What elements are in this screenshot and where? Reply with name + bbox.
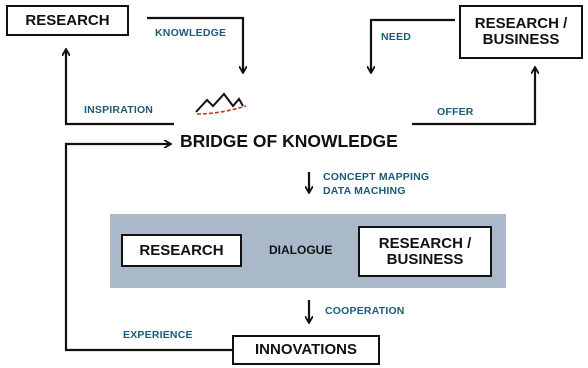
bridge-icon: [195, 92, 247, 115]
research-mid-box: RESEARCH: [121, 234, 242, 267]
research-top-label: RESEARCH: [25, 11, 110, 29]
innovations-label: INNOVATIONS: [255, 341, 357, 359]
bridge-title: BRIDGE OF KNOWLEDGE: [180, 131, 398, 151]
experience-arrow: [64, 144, 232, 352]
need-label: NEED: [381, 31, 411, 43]
knowledge-label: KNOWLEDGE: [155, 27, 227, 39]
data-maching-label: DATA MACHING: [323, 185, 406, 197]
inspiration-arrow: [66, 50, 174, 126]
knowledge-arrow: [147, 16, 243, 72]
research-mid-label: RESEARCH: [139, 241, 224, 259]
concept-mapping-label: CONCEPT MAPPING: [323, 171, 430, 183]
cooperation-label: COOPERATION: [325, 305, 405, 317]
offer-arrow: [412, 68, 535, 126]
dialogue-label: DIALOGUE: [269, 243, 333, 257]
research-business-top-box: RESEARCH / BUSINESS: [459, 5, 583, 59]
research-business-mid-label: RESEARCH / BUSINESS: [378, 234, 472, 268]
need-arrow: [371, 18, 455, 72]
research-business-mid-box: RESEARCH / BUSINESS: [358, 226, 492, 277]
research-business-top-label: RESEARCH / BUSINESS: [474, 15, 568, 48]
experience-label: EXPERIENCE: [123, 329, 193, 341]
research-top-box: RESEARCH: [6, 5, 129, 36]
inspiration-label: INSPIRATION: [84, 104, 154, 116]
innovations-box: INNOVATIONS: [232, 335, 380, 365]
offer-label: OFFER: [437, 106, 474, 118]
